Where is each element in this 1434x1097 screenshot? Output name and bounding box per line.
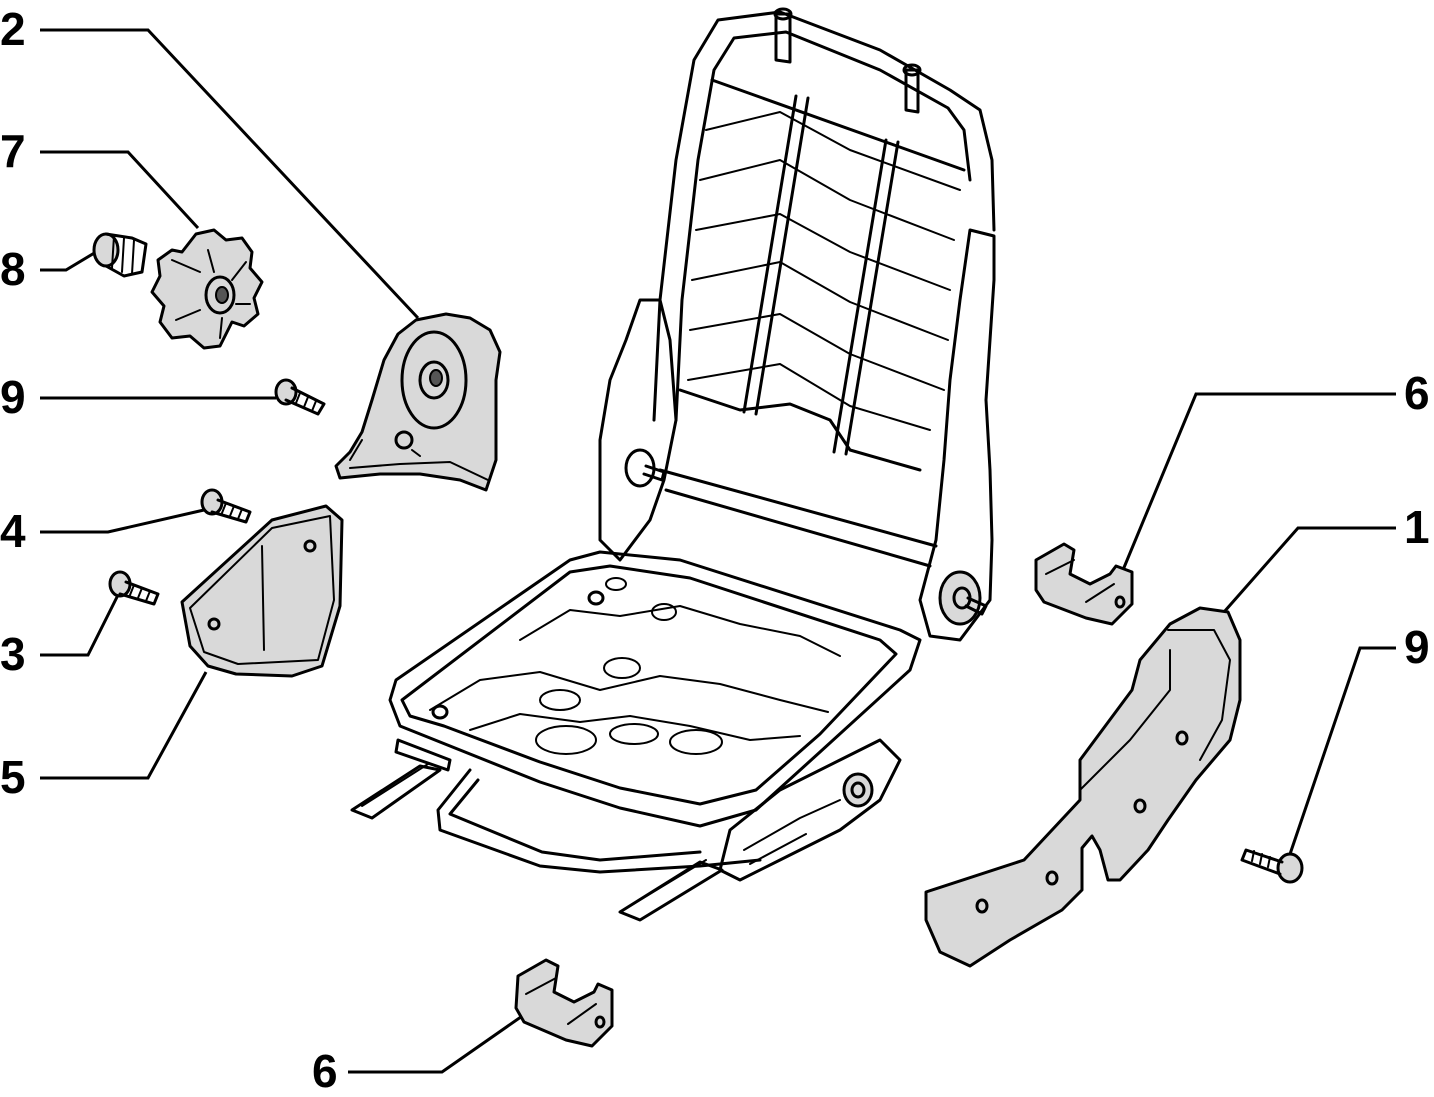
callout-9-left: 9: [0, 371, 26, 423]
callout-4: 4: [0, 505, 26, 557]
leader-1: [1222, 526, 1396, 613]
panel-part-5: [180, 504, 344, 678]
knob-part-7: [150, 228, 264, 350]
leader-3: [40, 594, 120, 657]
screw-part-9-left: [274, 378, 326, 416]
callout-6-right: 6: [1404, 367, 1430, 419]
leader-lines: [40, 28, 1396, 1074]
screw-part-3: [108, 570, 160, 606]
leader-7: [40, 150, 200, 230]
leader-6-bottom: [348, 1010, 529, 1074]
callout-5: 5: [0, 751, 26, 803]
bushing-part-8: [92, 232, 148, 278]
clip-part-6-right: [1034, 542, 1134, 626]
callout-1: 1: [1404, 501, 1430, 553]
leader-8: [40, 250, 97, 272]
callout-2: 2: [0, 3, 26, 55]
leader-4: [40, 508, 205, 534]
shield-part-1: [924, 606, 1242, 968]
screw-part-9-right: [1240, 848, 1304, 884]
clip-part-6-bottom: [514, 958, 614, 1048]
callout-8: 8: [0, 243, 26, 295]
callout-3: 3: [0, 628, 26, 680]
leader-2: [40, 28, 420, 320]
screw-part-4: [200, 488, 252, 524]
callout-9-right: 9: [1404, 621, 1430, 673]
cover-part-2: [334, 312, 502, 492]
leader-5: [40, 671, 208, 780]
leader-6-right: [1116, 392, 1396, 583]
callout-7: 7: [0, 125, 26, 177]
leader-9-right: [1286, 646, 1396, 861]
seat-frame: [350, 7, 996, 922]
callout-6-bottom: 6: [312, 1045, 338, 1097]
